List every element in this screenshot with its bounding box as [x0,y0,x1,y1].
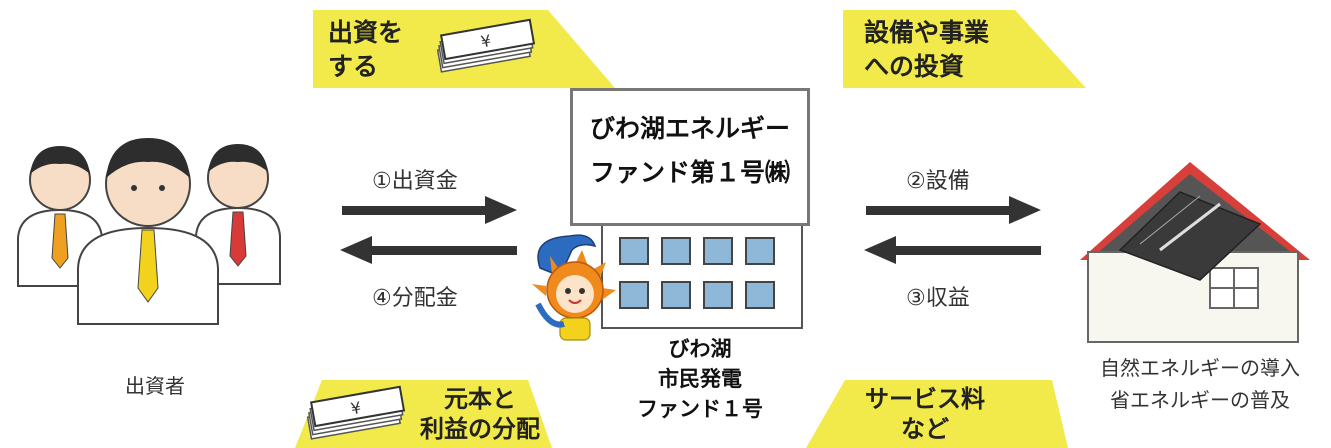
banner-service-bg [806,380,1068,448]
fund-title-line1: びわ湖エネルギー [589,114,790,143]
fund-caption-line1: びわ湖 [668,337,732,361]
mascot-character [532,234,616,341]
investors-illustration [17,138,281,325]
fund-building [601,219,803,329]
house-caption-line2: 省エネルギーの普及 [1110,388,1290,412]
fund-caption: びわ湖 市民発電 ファンド１号 [600,334,800,424]
arrow-equipment-right [866,196,1041,224]
house-illustration [1080,162,1310,343]
arrow-label-4: ④分配金 [372,286,458,311]
arrow-label-2: ②設備 [906,169,970,194]
svg-text:¥: ¥ [349,398,362,418]
arrow-label-3: ③収益 [906,286,970,311]
banner-service-text: サービス料 など [865,385,985,443]
arrow-distribution-left [340,236,517,264]
arrow-label-1: ①出資金 [372,169,458,194]
investor-center [77,138,219,325]
banner-equipment-text: 設備や事業 への投資 [864,18,990,81]
svg-text:¥: ¥ [479,31,492,51]
money-stack-icon: ¥ [436,18,536,73]
arrow-revenue-left [864,236,1041,264]
solar-panel-icon [1118,191,1262,281]
fund-title-box: びわ湖エネルギー ファンド第１号㈱ [570,88,810,226]
money-stack-icon-2: ¥ [306,385,406,440]
investors-caption: 出資者 [125,374,185,398]
fund-caption-line2: 市民発電 [658,367,742,391]
fund-title-line2: ファンド第１号㈱ [589,158,790,187]
fund-caption-line3: ファンド１号 [637,397,763,421]
house-caption: 自然エネルギーの導入 省エネルギーの普及 [1080,352,1320,416]
banner-equipment-bg [843,10,1086,88]
banner-distribution-text: 元本と 利益の分配 [420,385,540,443]
arrow-invest-right [342,196,517,224]
house-caption-line1: 自然エネルギーの導入 [1100,356,1300,380]
banner-invest-text: 出資を する [328,18,404,81]
